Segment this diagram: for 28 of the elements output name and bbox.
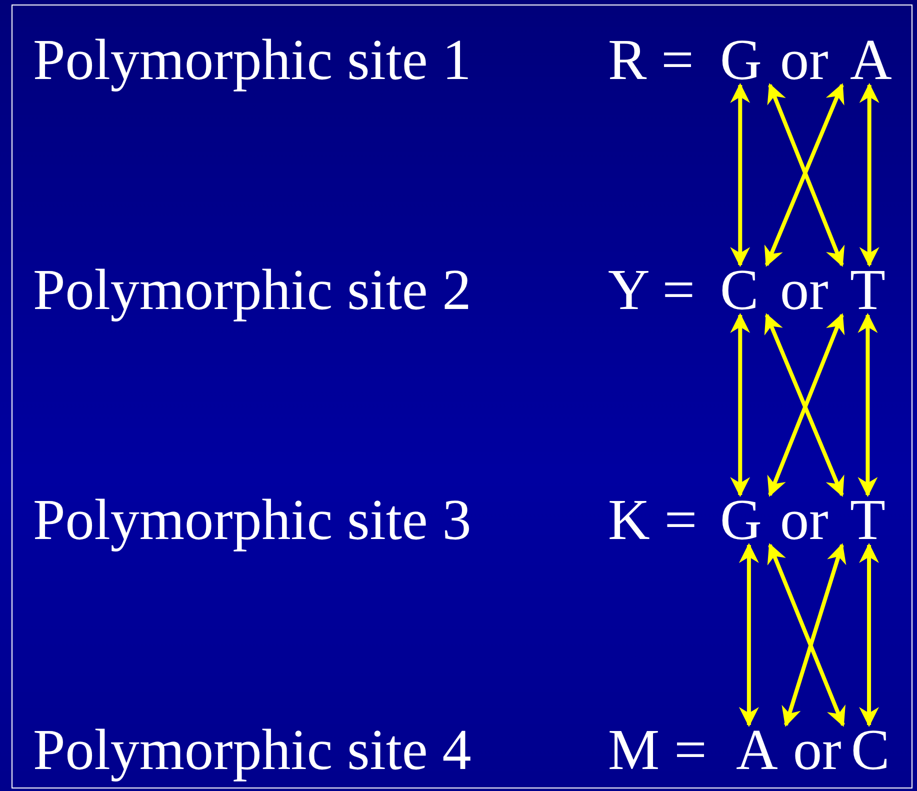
site-label: Polymorphic site 2 (33, 261, 472, 319)
double-arrow (858, 313, 878, 497)
ambiguity-code: M = (608, 721, 707, 779)
site-label: Polymorphic site 3 (33, 491, 472, 549)
conjunction-text: or (793, 721, 842, 779)
base-letter: C (720, 261, 759, 319)
double-arrow (767, 543, 846, 727)
site-label: Polymorphic site 4 (33, 721, 472, 779)
base-letter: A (736, 721, 778, 779)
conjunction-text: or (780, 491, 828, 549)
ambiguity-code: R = (608, 31, 694, 89)
conjunction-text: or (780, 31, 828, 89)
base-letter: A (850, 31, 892, 89)
base-letter: G (720, 31, 762, 89)
ambiguity-code: K = (608, 491, 698, 549)
base-letter: C (851, 721, 890, 779)
double-arrow (730, 83, 750, 267)
site-label: Polymorphic site 1 (33, 31, 472, 89)
double-arrow (859, 543, 880, 727)
double-arrow (730, 313, 750, 497)
base-letter: T (850, 261, 886, 319)
base-letter: G (720, 491, 762, 549)
base-letter: T (850, 491, 886, 549)
conjunction-text: or (780, 261, 828, 319)
ambiguity-code: Y = (608, 261, 695, 319)
double-arrow (738, 543, 759, 727)
double-arrow (859, 83, 880, 267)
double-arrow (782, 543, 846, 727)
